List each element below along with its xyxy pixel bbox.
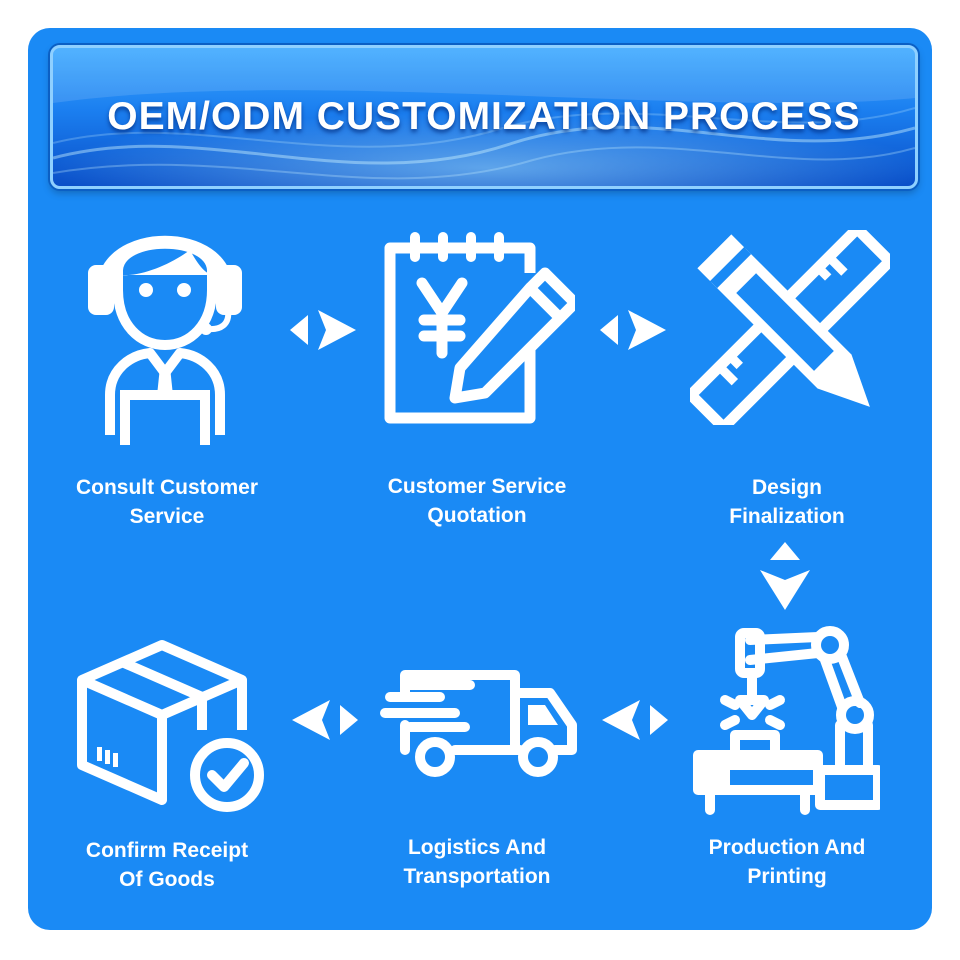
- robot-arm-icon: [693, 626, 880, 815]
- delivery-truck-icon: [380, 670, 577, 777]
- package-check-icon: [77, 640, 264, 812]
- arrow-right-1-icon: [290, 310, 356, 350]
- ruler-pencil-icon: [690, 230, 890, 425]
- customer-service-agent-icon: [88, 235, 242, 445]
- title-banner: OEM/ODM CUSTOMIZATION PROCESS: [50, 45, 918, 189]
- page-title: OEM/ODM CUSTOMIZATION PROCESS: [107, 95, 861, 138]
- arrow-left-2-icon: [292, 700, 358, 740]
- arrow-left-1-icon: [602, 700, 668, 740]
- yen-notepad-icon: [384, 232, 575, 424]
- arrow-down-icon: [760, 542, 810, 610]
- arrow-right-2-icon: [600, 310, 666, 350]
